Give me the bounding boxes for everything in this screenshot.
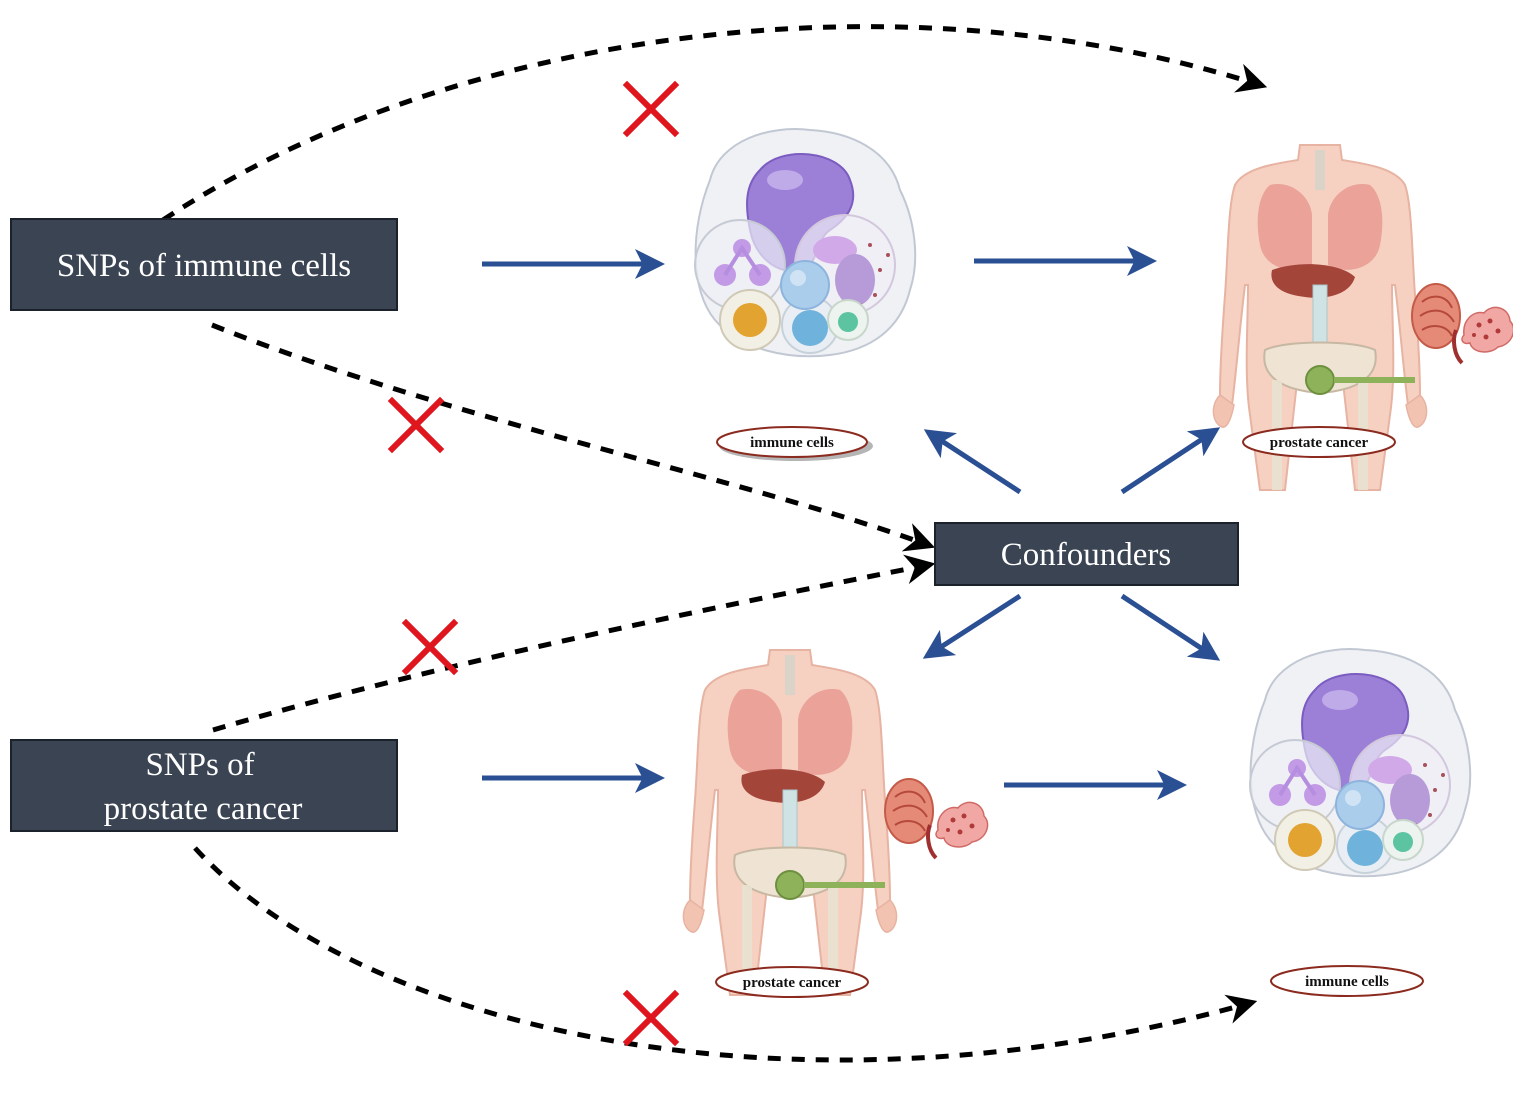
box-snps-prostate-line2: prostate cancer: [104, 791, 303, 827]
box-confounders: Confounders: [934, 522, 1239, 586]
label-top-immune-cells: immune cells: [716, 426, 873, 461]
immune-cell-cluster-illustration: [1248, 647, 1473, 879]
svg-text:prostate cancer: prostate cancer: [743, 975, 842, 991]
red-cross-icon: [406, 623, 454, 671]
tumor-tissue-illustration: [1452, 305, 1513, 365]
box-confounders-label: Confounders: [1001, 537, 1171, 573]
dashed-arrow-prostate-snp-to-confounders: [212, 554, 936, 733]
red-cross-icon: [627, 994, 675, 1042]
red-cross-icon: [392, 401, 440, 449]
svg-text:immune cells: immune cells: [750, 435, 834, 451]
svg-text:immune cells: immune cells: [1305, 974, 1389, 990]
tumor-tissue-illustration: [926, 800, 990, 860]
arrow-confounders-to-prostate-cancer-top: [1120, 427, 1221, 495]
arrow-confounders-to-immune-cells-bottom: [1120, 593, 1221, 661]
red-cross-icon: [627, 85, 675, 133]
box-snps-immune-cells-label: SNPs of immune cells: [57, 248, 351, 284]
box-snps-immune-cells: SNPs of immune cells: [10, 218, 398, 311]
label-bottom-prostate-cancer: prostate cancer: [715, 966, 869, 998]
immune-cell-cluster-illustration: [693, 127, 918, 359]
dashed-arrow-immune-snp-to-prostate: [161, 24, 1268, 223]
box-snps-prostate-line1: SNPs of: [145, 747, 254, 783]
label-top-prostate-cancer: prostate cancer: [1242, 426, 1396, 458]
label-bottom-immune-cells: immune cells: [1270, 965, 1424, 997]
svg-text:prostate cancer: prostate cancer: [1270, 435, 1369, 451]
arrow-confounders-to-immune-cells-top: [923, 429, 1022, 495]
prostate-organ-illustration: [884, 778, 934, 844]
arrow-confounders-to-prostate-cancer-bottom: [922, 593, 1022, 659]
human-body-anatomy-illustration: [683, 650, 896, 995]
box-snps-prostate-cancer: SNPs of prostate cancer: [10, 739, 398, 832]
